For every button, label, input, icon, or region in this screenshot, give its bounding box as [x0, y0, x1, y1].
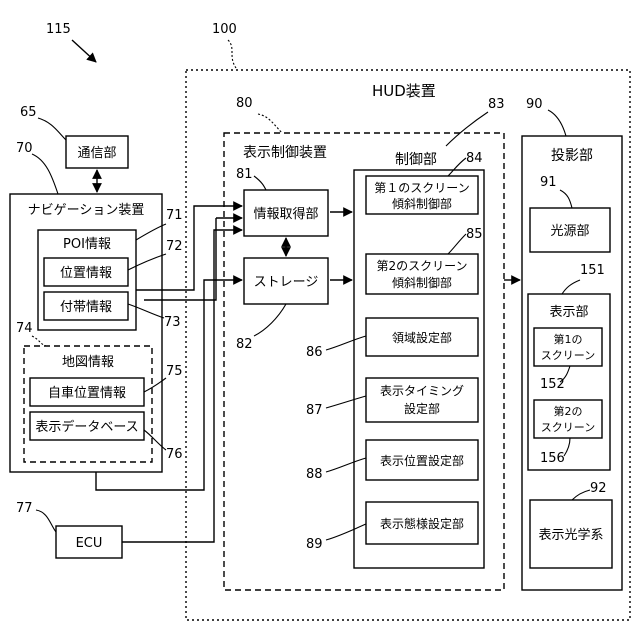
ref-100: 100: [212, 22, 237, 37]
ref-65-leader: [38, 118, 66, 140]
ref-83: 83: [488, 97, 505, 112]
control-unit-label: 制御部: [395, 152, 437, 168]
ecu-label: ECU: [76, 536, 103, 551]
projection-unit-label: 投影部: [551, 148, 593, 164]
second-screen-tilt-label-1: 第2のスクリーン: [376, 259, 467, 273]
display-controller-label: 表示制御装置: [243, 145, 327, 161]
ref-70-leader: [32, 154, 58, 194]
ref-77-leader: [36, 510, 56, 532]
ref-76: 76: [166, 447, 183, 462]
ref-88: 88: [306, 467, 323, 482]
first-screen-tilt-label-1: 第１のスクリーン: [374, 181, 469, 195]
ref-90-leader: [548, 110, 566, 136]
timing-setting-label-1: 表示タイミング: [380, 384, 464, 398]
position-info-label: 位置情報: [60, 266, 112, 281]
ref-92: 92: [590, 481, 607, 496]
area-setting-label: 領域設定部: [392, 330, 452, 345]
ref-115: 115: [46, 22, 71, 37]
ref-81: 81: [236, 167, 253, 182]
ref-91: 91: [540, 175, 557, 190]
map-info-label: 地図情報: [62, 355, 114, 370]
ref-156: 156: [540, 451, 565, 466]
ref-73: 73: [164, 315, 181, 330]
second-screen-label-1: 第2の: [554, 404, 583, 418]
ref-100-leader: [228, 40, 236, 68]
first-screen-label-1: 第1の: [554, 332, 583, 346]
ref-87: 87: [306, 403, 323, 418]
first-screen-label-2: スクリーン: [541, 349, 595, 362]
ref-81-leader: [254, 176, 266, 190]
light-source-label: 光源部: [550, 224, 589, 239]
storage-label: ストレージ: [254, 275, 319, 290]
mode-setting-label: 表示態様設定部: [380, 516, 464, 531]
second-screen-tilt-label-2: 傾斜制御部: [392, 275, 452, 290]
ref-86: 86: [306, 345, 323, 360]
ref-84: 84: [466, 151, 483, 166]
ref-72: 72: [166, 239, 183, 254]
ref-65: 65: [20, 105, 37, 120]
info-acquisition-label: 情報取得部: [253, 206, 318, 222]
display-optics-label: 表示光学系: [538, 527, 603, 543]
ref-77: 77: [16, 501, 33, 516]
own-vehicle-position-label: 自車位置情報: [48, 386, 126, 401]
ref-80: 80: [236, 96, 253, 111]
ref-74: 74: [16, 321, 33, 336]
display-database-label: 表示データベース: [35, 419, 138, 435]
ref-71: 71: [166, 208, 183, 223]
timing-setting-label-2: 設定部: [404, 401, 440, 416]
ref-75: 75: [166, 364, 183, 379]
comm-unit-label: 通信部: [77, 146, 116, 161]
poi-info-label: POI情報: [63, 237, 111, 252]
ref-82: 82: [236, 337, 253, 352]
ref-151: 151: [580, 263, 605, 278]
first-screen-tilt-label-2: 傾斜制御部: [392, 196, 452, 211]
ref-89: 89: [306, 537, 323, 552]
second-screen-label-2: スクリーン: [541, 421, 595, 434]
ref-70: 70: [16, 141, 33, 156]
ref-115-arrow: [72, 40, 96, 62]
navigation-label: ナビゲーション装置: [28, 203, 145, 218]
position-setting-label: 表示位置設定部: [380, 453, 464, 468]
ref-152: 152: [540, 377, 565, 392]
supplementary-info-label: 付帯情報: [60, 300, 112, 315]
hud-device-label: HUD装置: [372, 82, 436, 100]
ref-80-leader: [258, 114, 282, 133]
ref-85: 85: [466, 227, 483, 242]
ref-82-leader: [254, 304, 286, 336]
display-unit-label: 表示部: [549, 305, 588, 320]
ref-90: 90: [526, 97, 543, 112]
ref-83-leader: [446, 112, 488, 146]
